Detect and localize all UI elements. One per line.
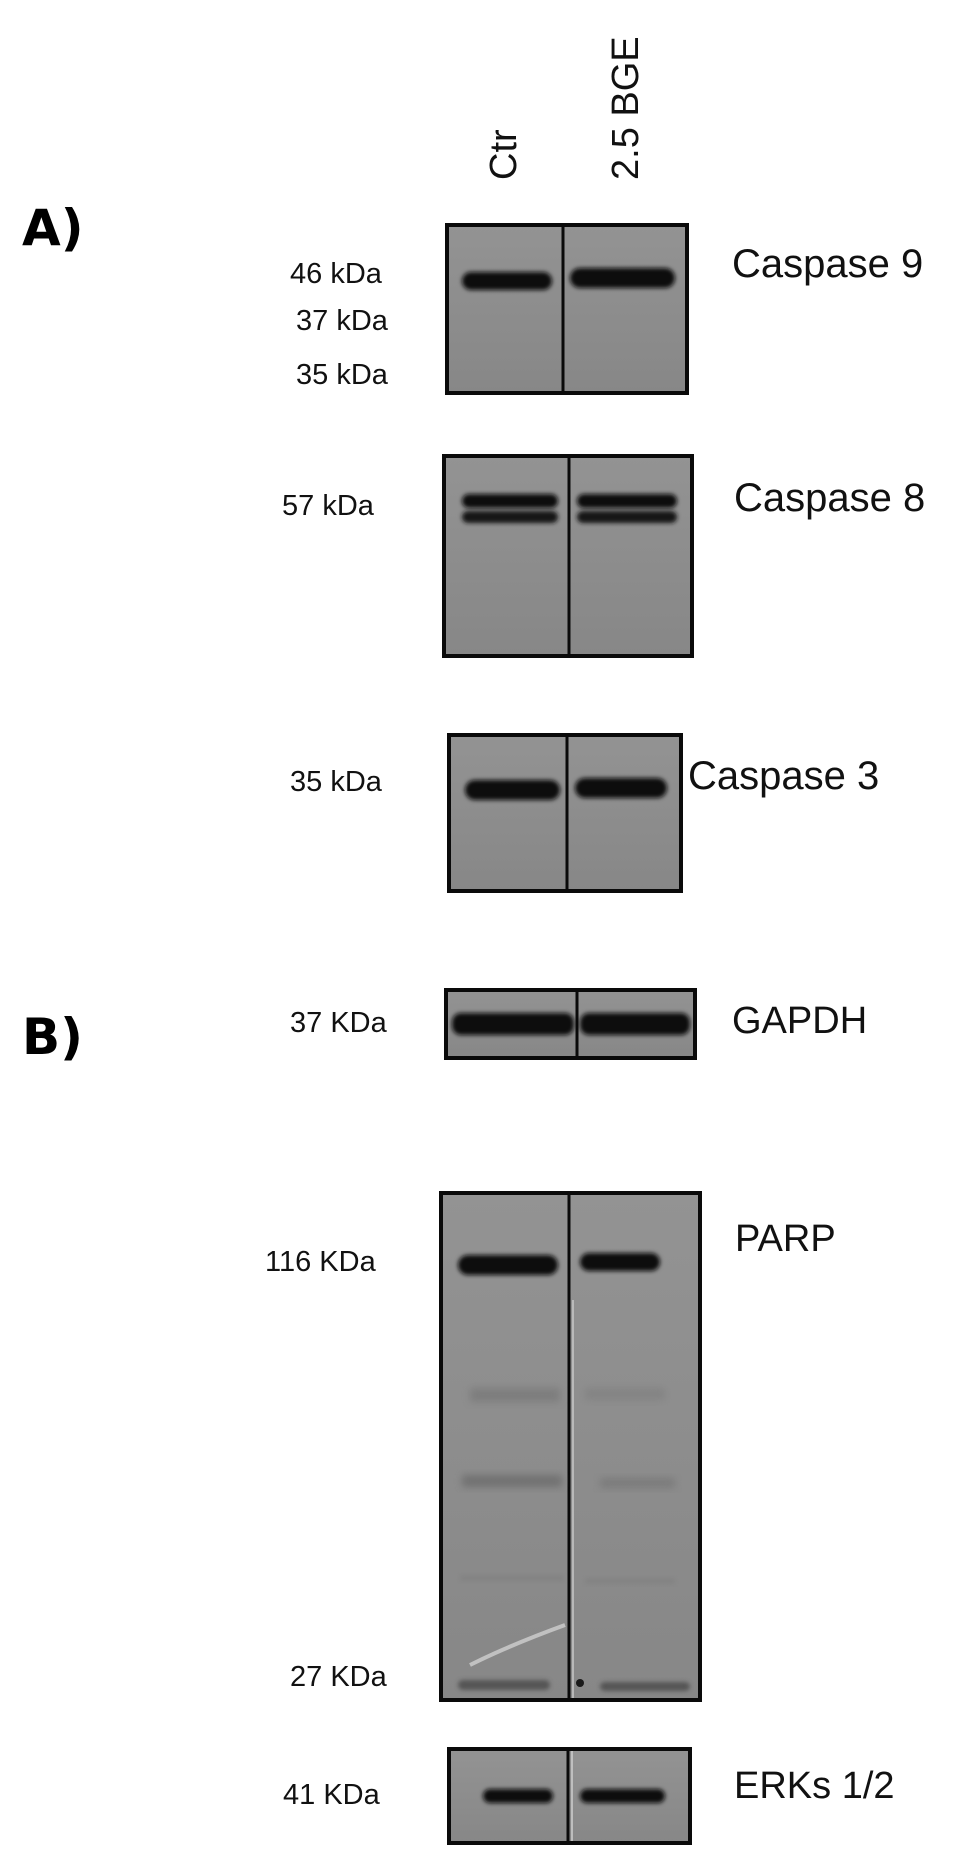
marker-116kda: 116 KDa (265, 1246, 377, 1278)
marker-37kda-gapdh: 37 KDa (290, 1007, 388, 1039)
band-bge-116 (580, 1253, 660, 1271)
faint-band-ctr-3 (460, 1575, 564, 1581)
band-bge (580, 1789, 665, 1803)
band-ctr (483, 1789, 553, 1803)
marker-46kda: 46 kDa (290, 258, 383, 290)
membrane (445, 223, 689, 395)
band-ctr (462, 272, 552, 290)
protein-label-caspase-9: Caspase 9 (732, 242, 923, 286)
protein-label-parp: PARP (735, 1218, 836, 1260)
marker-57kda: 57 kDa (282, 490, 375, 522)
faint-band-bge-3 (585, 1578, 675, 1584)
protein-label-caspase-8: Caspase 8 (734, 476, 925, 520)
blot-erks (447, 1747, 692, 1845)
faint-band-ctr-1 (470, 1388, 560, 1402)
marker-35kda-c3: 35 kDa (290, 766, 383, 798)
panel-letter-b: B) (22, 1008, 83, 1066)
marker-35kda: 35 kDa (296, 359, 389, 391)
dot-artifact (576, 1679, 584, 1687)
faint-band-bge-2 (600, 1478, 675, 1488)
blot-caspase-9 (445, 223, 689, 395)
band-bge (570, 268, 675, 288)
protein-label-erks: ERKs 1/2 (734, 1765, 895, 1807)
marker-37kda: 37 kDa (296, 305, 389, 337)
protein-label-caspase-3: Caspase 3 (688, 754, 879, 798)
band-ctr-116 (458, 1255, 558, 1275)
band-ctr (452, 1013, 574, 1035)
blot-caspase-3 (447, 733, 683, 893)
band-bge (575, 778, 667, 798)
lane-label-ctr: Ctr (483, 129, 525, 180)
band-ctr (465, 780, 560, 800)
band-ctr-upper (462, 494, 558, 508)
band-ctr-27 (458, 1680, 550, 1690)
band-bge-upper (577, 494, 677, 508)
marker-41kda: 41 KDa (283, 1779, 381, 1811)
marker-27kda: 27 KDa (290, 1661, 388, 1693)
faint-band-bge-1 (585, 1388, 665, 1400)
panel-letter-a: A) (22, 199, 84, 257)
blot-parp (439, 1191, 702, 1702)
band-bge (580, 1013, 690, 1035)
membrane (447, 733, 683, 893)
faint-band-ctr-2 (462, 1475, 562, 1487)
band-bge-lower (577, 511, 677, 523)
blot-gapdh (444, 988, 697, 1060)
blot-caspase-8 (442, 454, 694, 658)
scratch-artifact (469, 1623, 566, 1667)
band-bge-27 (600, 1682, 690, 1691)
protein-label-gapdh: GAPDH (732, 1000, 867, 1042)
band-ctr-lower (462, 511, 558, 523)
lane-label-bge: 2.5 BGE (605, 36, 647, 180)
